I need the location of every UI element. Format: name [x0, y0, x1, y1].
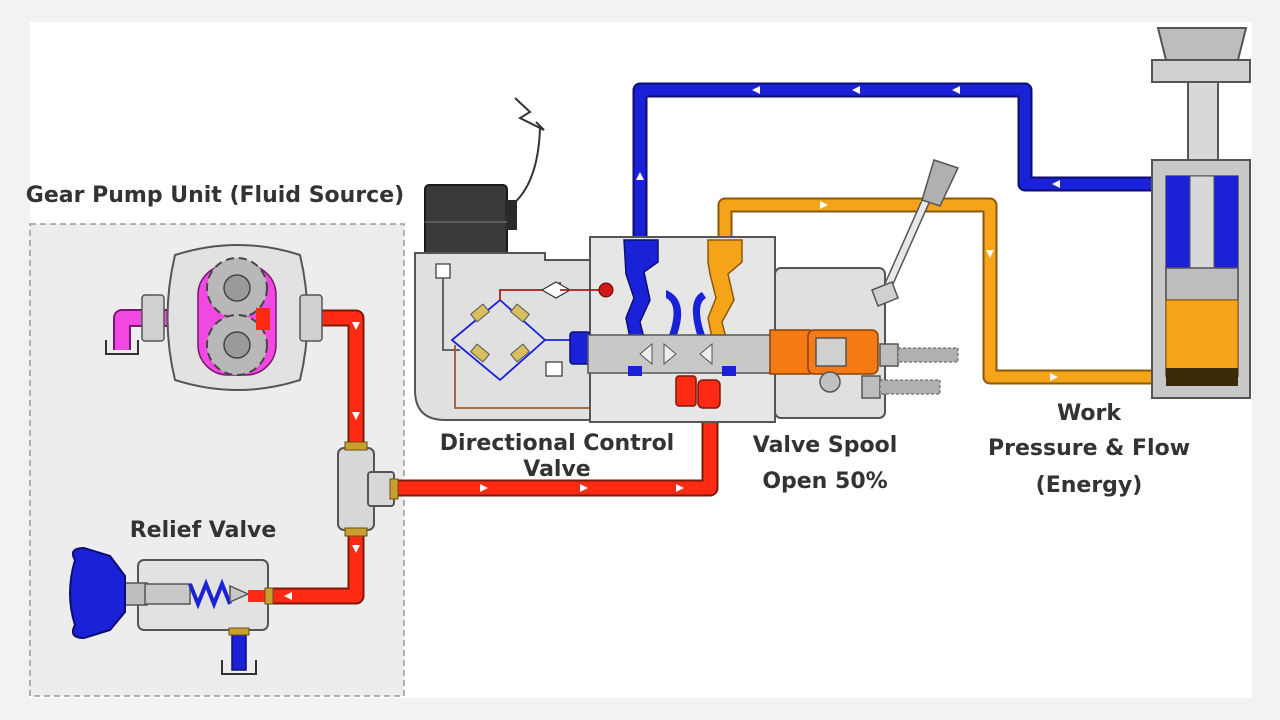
relief-valve: [69, 546, 274, 675]
tee-fitting: [337, 441, 399, 537]
hydraulic-cylinder: [1151, 27, 1251, 399]
tank-symbol: [105, 340, 139, 355]
solenoid-coil-icon: [424, 184, 508, 256]
labels: Gear Pump Unit (Fluid Source) Relief Val…: [26, 183, 1190, 543]
manual-lever-icon: [871, 159, 960, 307]
adjusting-screws: [861, 343, 959, 399]
work-line: [717, 197, 1160, 385]
directional-control-valve-label-line2: Valve: [523, 457, 590, 482]
relief-valve-knob-icon: [69, 546, 126, 640]
valve-spool-label: Valve Spool: [753, 433, 898, 458]
gear-pump-label: Gear Pump Unit (Fluid Source): [26, 183, 404, 208]
work-label-line3: (Energy): [1036, 473, 1143, 498]
return-line: [632, 82, 1160, 240]
directional-control-valve-label: Directional Control: [440, 431, 674, 456]
signal-antenna-icon: [514, 97, 545, 131]
valve-spool-label-line2: Open 50%: [762, 469, 887, 494]
tank-symbol: [221, 660, 257, 675]
pilot-circuit-schematic: [435, 263, 600, 409]
directional-control-valve: [414, 97, 960, 423]
work-label-line2: Pressure & Flow: [988, 436, 1190, 461]
gear-pump: [141, 244, 323, 391]
relief-valve-label: Relief Valve: [130, 518, 277, 543]
work-label: Work: [1057, 401, 1122, 426]
